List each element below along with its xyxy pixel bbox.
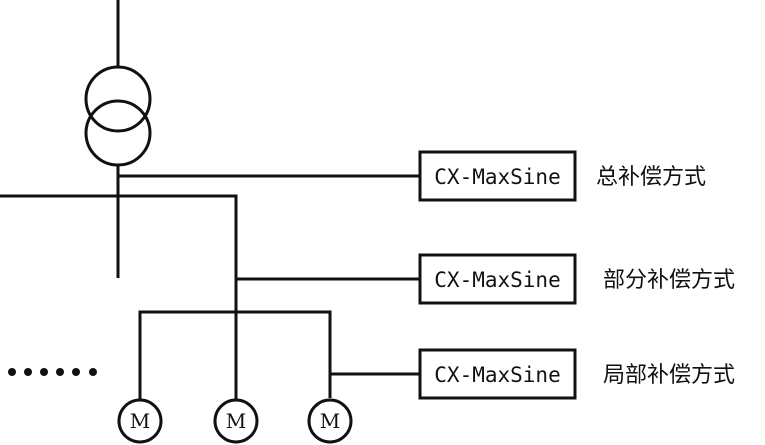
motor-circle [117,398,163,444]
compensator-box [418,253,577,305]
motor-label: M [320,409,340,433]
transformer-primary-winding [84,65,152,133]
motor-label: M [226,409,246,433]
motor-icon: M [117,398,163,444]
compensation-mode-label: 部分补偿方式 [603,268,735,293]
compensator-device-label: CX-MaxSine [434,268,560,292]
main-bus [0,194,238,405]
motor-circle [307,398,353,444]
motor-icon: M [307,398,353,444]
compensator-partial: CX-MaxSine 部分补偿方式 [418,253,735,305]
transformer-icon [84,0,152,278]
motor-branch-bus [138,310,332,404]
ellipsis-dots-icon [8,368,97,376]
motor-circle [213,398,259,444]
compensator-total: CX-MaxSine 总补偿方式 [418,150,706,202]
compensator-box [418,348,577,400]
compensation-mode-label: 总补偿方式 [596,165,706,190]
compensator-box [418,150,577,202]
compensator-device-label: CX-MaxSine [434,363,560,387]
compensation-mode-label: 局部补偿方式 [603,363,735,388]
motor-icon: M [213,398,259,444]
compensator-device-label: CX-MaxSine [434,165,560,189]
bus-network [0,174,420,405]
compensator-local: CX-MaxSine 局部补偿方式 [418,348,735,400]
motor-label: M [130,409,150,433]
